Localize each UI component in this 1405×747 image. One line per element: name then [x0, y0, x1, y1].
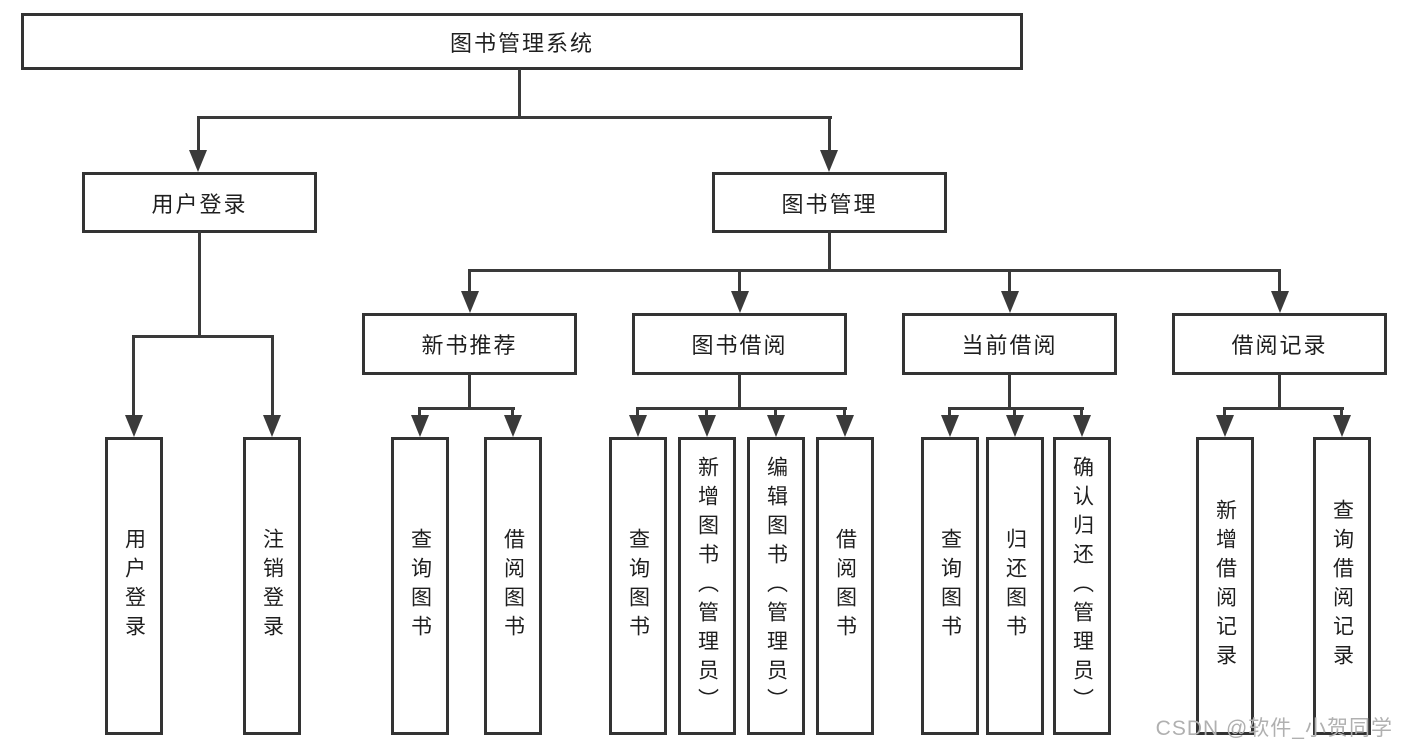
arrow-down-icon — [820, 150, 838, 172]
connector-stem-leaf — [843, 407, 846, 419]
leaf-add-borrow-record: 新增借阅记录 — [1196, 437, 1254, 735]
node-book-borrowing-label: 图书借阅 — [691, 333, 788, 358]
leaf-query-books-borrowing-label: 查询图书 — [626, 528, 650, 644]
node-current-borrowing-label: 当前借阅 — [961, 333, 1058, 358]
connector-stem-level3 — [1008, 269, 1011, 295]
connector-stem-user-login — [197, 116, 200, 152]
leaf-edit-book-admin-label: 编辑图书（管理员） — [764, 455, 788, 717]
leaf-add-borrow-record-label: 新增借阅记录 — [1213, 499, 1237, 673]
connector-stem-leaf — [1223, 407, 1226, 419]
connector-group-stem — [738, 374, 741, 409]
connector-stem-leaf — [636, 407, 639, 419]
leaf-borrow-books-recommend-label: 借阅图书 — [501, 528, 525, 644]
connector-group-rail — [420, 407, 515, 410]
connector-stem-leaf — [1013, 407, 1016, 419]
connector-group-rail — [1225, 407, 1344, 410]
connector-level3-rail — [469, 269, 1281, 272]
connector-stem-leaf — [948, 407, 951, 419]
connector-book-mgmt-stem — [828, 231, 831, 271]
node-book-management: 图书管理 — [712, 172, 947, 233]
arrow-down-icon — [1006, 415, 1024, 437]
node-user-login-label: 用户登录 — [151, 191, 248, 217]
leaf-edit-book-admin: 编辑图书（管理员） — [747, 437, 805, 735]
leaf-query-books-current: 查询图书 — [921, 437, 979, 735]
arrow-down-icon — [698, 415, 716, 437]
node-book-management-label: 图书管理 — [781, 191, 878, 217]
connector-root-stem — [518, 69, 521, 118]
arrow-down-icon — [504, 415, 522, 437]
node-borrowing-records-label: 借阅记录 — [1231, 333, 1328, 358]
node-new-book-recommend-label: 新书推荐 — [421, 333, 518, 358]
leaf-query-books-borrowing: 查询图书 — [609, 437, 667, 735]
connector-level2-rail — [197, 116, 832, 119]
node-user-login: 用户登录 — [82, 172, 317, 233]
connector-group-rail — [638, 407, 847, 410]
connector-group-stem — [1008, 374, 1011, 409]
arrow-down-icon — [461, 291, 479, 313]
arrow-down-icon — [836, 415, 854, 437]
connector-stem-level3 — [1278, 269, 1281, 295]
connector-stem-leaf — [705, 407, 708, 419]
leaf-return-book: 归还图书 — [986, 437, 1044, 735]
arrow-down-icon — [263, 415, 281, 437]
csdn-watermark: CSDN @软件_小贺同学 — [1155, 717, 1393, 740]
node-book-borrowing: 图书借阅 — [632, 313, 847, 375]
leaf-logout-label: 注销登录 — [260, 528, 284, 644]
connector-stem-leaf — [511, 407, 514, 419]
arrow-down-icon — [1001, 291, 1019, 313]
leaf-add-book-admin: 新增图书（管理员） — [678, 437, 736, 735]
connector-user-login-stem — [198, 231, 201, 337]
node-borrowing-records: 借阅记录 — [1172, 313, 1387, 375]
arrow-down-icon — [411, 415, 429, 437]
connector-stem-book-mgmt — [828, 116, 831, 152]
connector-group-stem — [1278, 374, 1281, 409]
leaf-query-borrow-record: 查询借阅记录 — [1313, 437, 1371, 735]
leaf-borrow-books-borrowing: 借阅图书 — [816, 437, 874, 735]
connector-stem-leaf — [1340, 407, 1343, 419]
arrow-down-icon — [1333, 415, 1351, 437]
node-new-book-recommend: 新书推荐 — [362, 313, 577, 375]
arrow-down-icon — [941, 415, 959, 437]
arrow-down-icon — [731, 291, 749, 313]
arrow-down-icon — [1073, 415, 1091, 437]
leaf-return-book-label: 归还图书 — [1003, 528, 1027, 644]
connector-stem-leaf — [1080, 407, 1083, 419]
node-current-borrowing: 当前借阅 — [902, 313, 1117, 375]
connector-stem-leaf — [271, 335, 274, 417]
connector-group-rail — [950, 407, 1084, 410]
arrow-down-icon — [189, 150, 207, 172]
leaf-borrow-books-recommend: 借阅图书 — [484, 437, 542, 735]
connector-stem-level3 — [738, 269, 741, 295]
arrow-down-icon — [767, 415, 785, 437]
leaf-query-borrow-record-label: 查询借阅记录 — [1330, 499, 1354, 673]
leaf-add-book-admin-label: 新增图书（管理员） — [695, 455, 719, 717]
connector-stem-leaf — [418, 407, 421, 419]
leaf-confirm-return-admin-label: 确认归还（管理员） — [1070, 455, 1094, 717]
connector-stem-level3 — [468, 269, 471, 295]
leaf-query-books-current-label: 查询图书 — [938, 528, 962, 644]
leaf-logout: 注销登录 — [243, 437, 301, 735]
leaf-user-login: 用户登录 — [105, 437, 163, 735]
arrow-down-icon — [1271, 291, 1289, 313]
arrow-down-icon — [1216, 415, 1234, 437]
arrow-down-icon — [629, 415, 647, 437]
node-root: 图书管理系统 — [21, 13, 1023, 70]
leaf-confirm-return-admin: 确认归还（管理员） — [1053, 437, 1111, 735]
connector-stem-leaf — [774, 407, 777, 419]
connector-group-stem — [468, 374, 471, 409]
leaf-query-books-recommend: 查询图书 — [391, 437, 449, 735]
leaf-user-login-label: 用户登录 — [122, 528, 146, 644]
arrow-down-icon — [125, 415, 143, 437]
leaf-borrow-books-borrowing-label: 借阅图书 — [833, 528, 857, 644]
connector-stem-leaf — [132, 335, 135, 417]
connector-user-login-rail — [133, 335, 274, 338]
leaf-query-books-recommend-label: 查询图书 — [408, 528, 432, 644]
node-root-label: 图书管理系统 — [449, 30, 594, 56]
